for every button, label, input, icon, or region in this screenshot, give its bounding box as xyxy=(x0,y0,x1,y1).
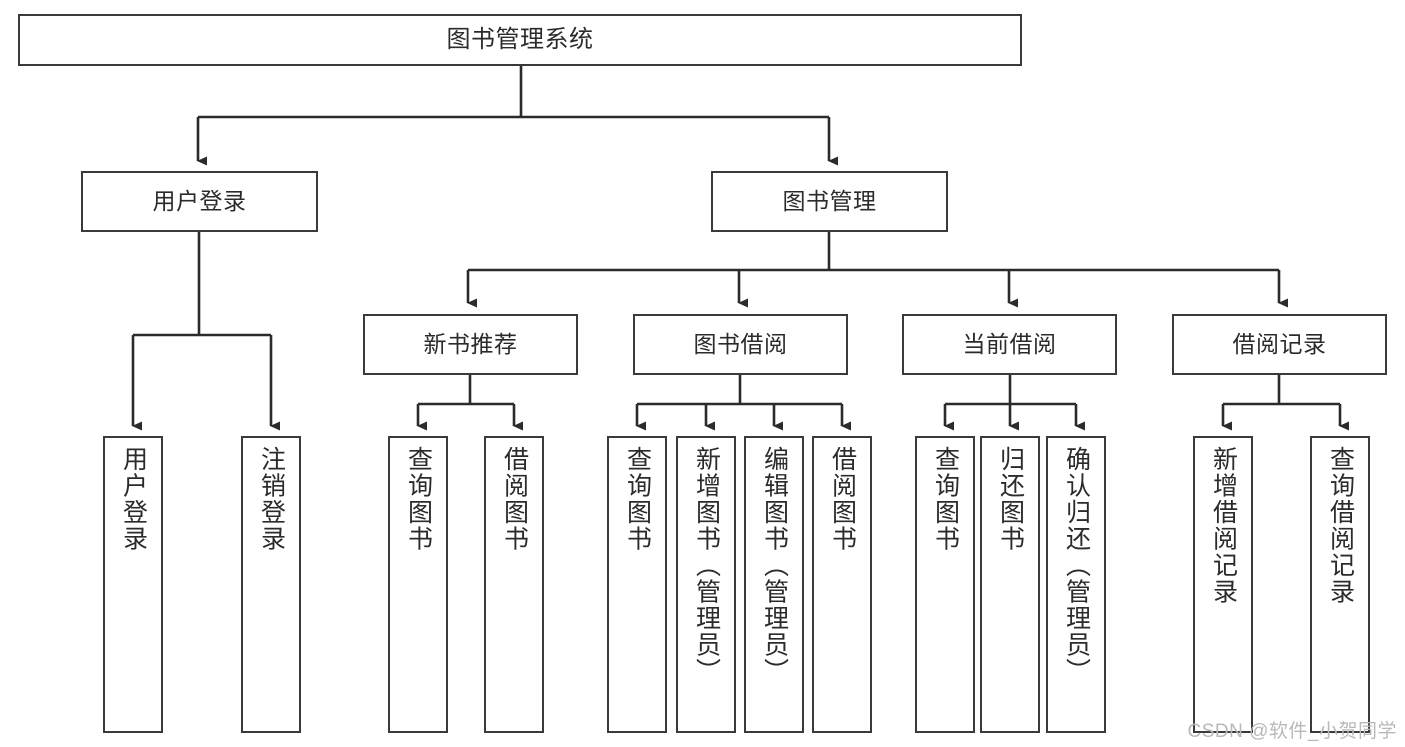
leaf-confirm-return-admin[interactable]: 确认归还（管理员） xyxy=(1046,436,1106,733)
node-label: 归还图书 xyxy=(996,446,1025,552)
node-label: 查询图书 xyxy=(931,446,960,552)
node-root-book-management-system[interactable]: 图书管理系统 xyxy=(18,14,1022,66)
node-label: 新书推荐 xyxy=(423,330,518,357)
node-label: 编辑图书（管理员） xyxy=(760,446,789,685)
node-label: 借阅记录 xyxy=(1232,330,1327,357)
node-label: 注销登录 xyxy=(257,446,286,552)
node-label: 用户登录 xyxy=(119,446,148,552)
node-book-borrowing[interactable]: 图书借阅 xyxy=(633,314,848,375)
leaf-query-book-borrowing[interactable]: 查询图书 xyxy=(607,436,667,733)
node-label: 新增图书（管理员） xyxy=(692,446,721,685)
node-label: 新增借阅记录 xyxy=(1209,446,1238,605)
node-new-book-recommendation[interactable]: 新书推荐 xyxy=(363,314,578,375)
node-label: 查询借阅记录 xyxy=(1326,446,1355,605)
leaf-query-book-current[interactable]: 查询图书 xyxy=(915,436,975,733)
leaf-add-book-admin[interactable]: 新增图书（管理员） xyxy=(676,436,736,733)
node-borrowing-record[interactable]: 借阅记录 xyxy=(1172,314,1387,375)
node-book-management[interactable]: 图书管理 xyxy=(711,171,948,232)
leaf-borrow-book-borrowing[interactable]: 借阅图书 xyxy=(812,436,872,733)
node-label: 当前借阅 xyxy=(962,330,1057,357)
leaf-query-borrowing-record[interactable]: 查询借阅记录 xyxy=(1310,436,1370,733)
leaf-edit-book-admin[interactable]: 编辑图书（管理员） xyxy=(744,436,804,733)
node-label: 图书借阅 xyxy=(693,330,788,357)
node-label: 用户登录 xyxy=(152,187,247,214)
node-label: 查询图书 xyxy=(623,446,652,552)
leaf-return-book[interactable]: 归还图书 xyxy=(980,436,1040,733)
leaf-user-login[interactable]: 用户登录 xyxy=(103,436,163,733)
node-label: 查询图书 xyxy=(404,446,433,552)
node-label: 确认归还（管理员） xyxy=(1062,446,1091,685)
node-user-login[interactable]: 用户登录 xyxy=(81,171,318,232)
leaf-borrow-book-newbook[interactable]: 借阅图书 xyxy=(484,436,544,733)
node-current-borrowing[interactable]: 当前借阅 xyxy=(902,314,1117,375)
node-label: 借阅图书 xyxy=(828,446,857,552)
node-label: 借阅图书 xyxy=(500,446,529,552)
node-label: 图书管理系统 xyxy=(446,25,594,53)
leaf-logout[interactable]: 注销登录 xyxy=(241,436,301,733)
node-label: 图书管理 xyxy=(782,187,877,214)
leaf-add-borrowing-record[interactable]: 新增借阅记录 xyxy=(1193,436,1253,733)
csdn-watermark: CSDN @软件_小贺同学 xyxy=(1187,721,1397,742)
leaf-query-book-newbook[interactable]: 查询图书 xyxy=(388,436,448,733)
